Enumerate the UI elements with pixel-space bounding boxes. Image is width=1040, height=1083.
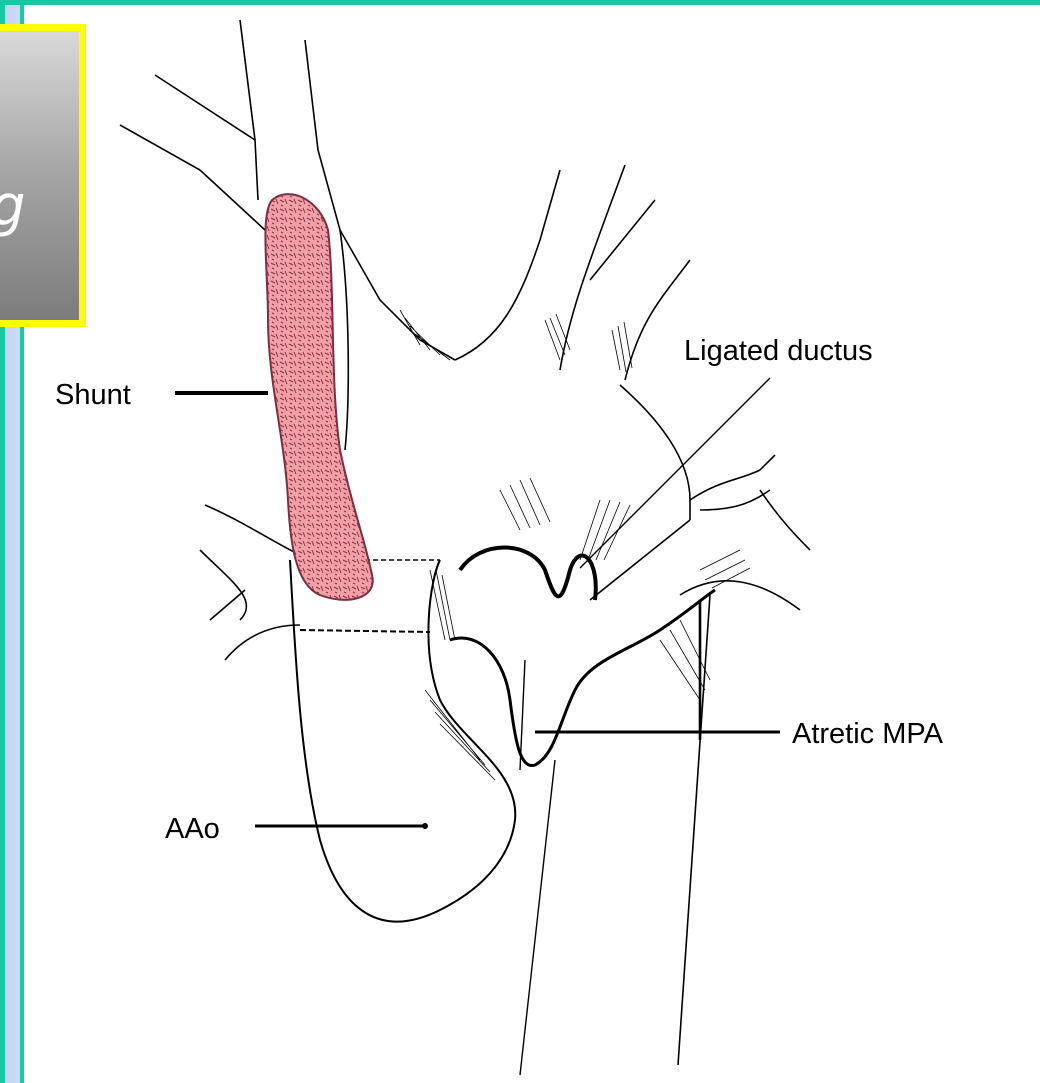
mpa-outline (450, 548, 715, 1076)
shunt-graft (265, 194, 372, 600)
leader-lines (175, 378, 780, 829)
label-atretic-mpa: Atretic MPA (792, 718, 944, 750)
title-fragment: g (0, 179, 26, 235)
hatching (400, 310, 750, 780)
title-box: g (0, 24, 86, 327)
label-ligated-ductus: Ligated ductus (684, 335, 873, 367)
label-aao: AAo (165, 813, 220, 845)
label-shunt: Shunt (55, 379, 131, 411)
aorta-outline (290, 560, 515, 922)
